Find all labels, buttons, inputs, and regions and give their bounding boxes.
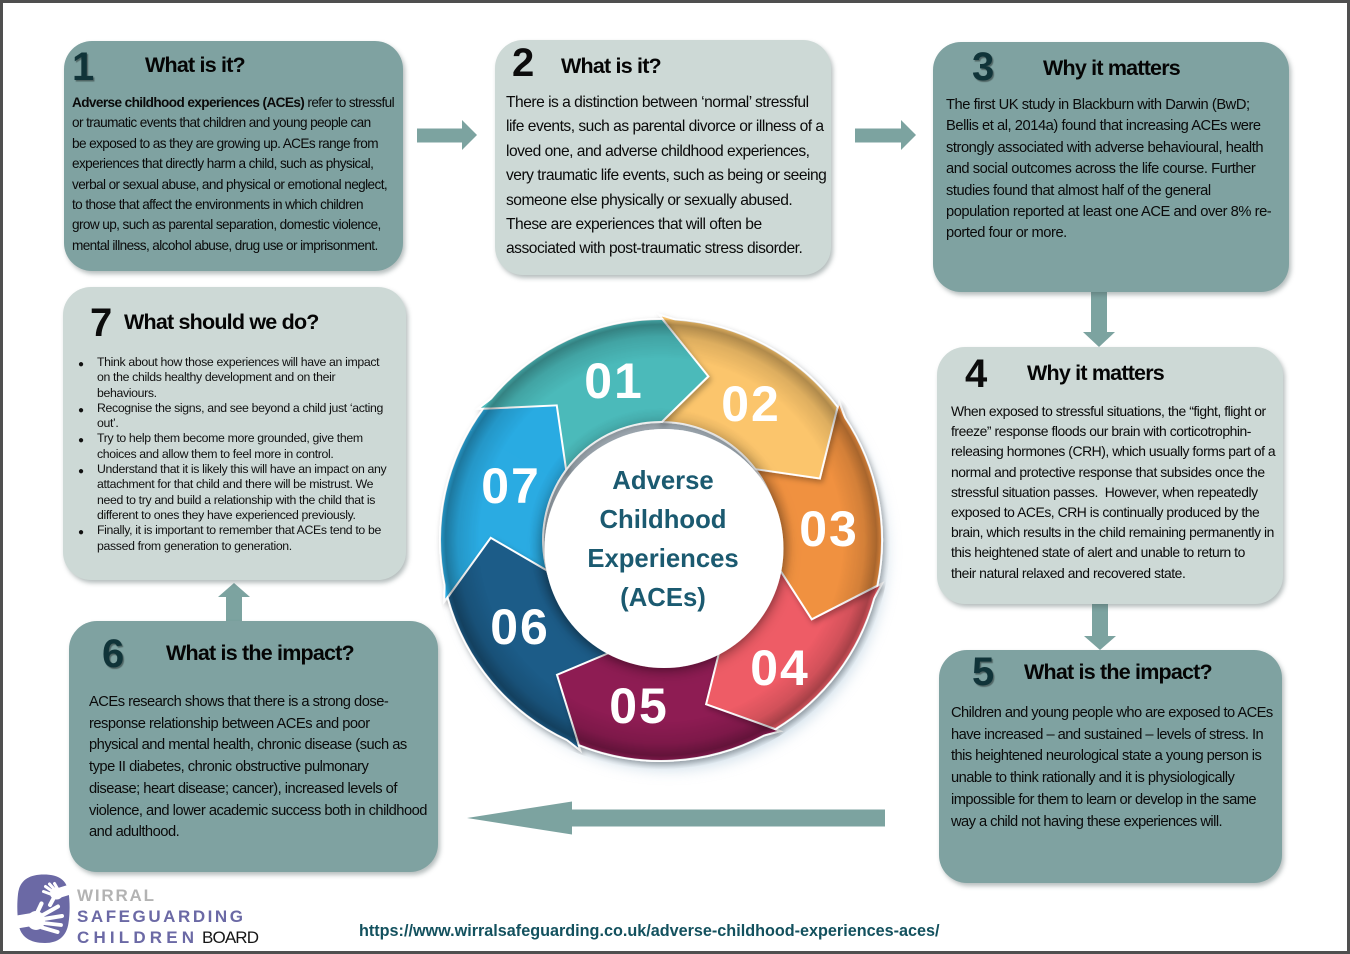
svg-text:Adverse: Adverse [612, 467, 713, 495]
svg-text:07: 07 [481, 458, 541, 514]
svg-text:04: 04 [750, 640, 810, 696]
svg-text:03: 03 [799, 501, 859, 557]
svg-text:Childhood: Childhood [600, 506, 727, 534]
svg-text:06: 06 [490, 599, 550, 655]
svg-text:(ACEs): (ACEs) [620, 584, 706, 612]
svg-text:https://www.wirralsafeguarding: https://www.wirralsafeguarding.co.uk/adv… [359, 922, 940, 940]
svg-text:01: 01 [584, 353, 644, 409]
svg-text:02: 02 [721, 376, 781, 432]
svg-text:BOARD: BOARD [202, 928, 259, 947]
svg-text:WIRRAL: WIRRAL [77, 886, 154, 905]
svg-text:SAFEGUARDING: SAFEGUARDING [77, 907, 243, 926]
svg-text:Experiences: Experiences [587, 545, 738, 573]
svg-text:CHILDREN: CHILDREN [77, 928, 194, 947]
svg-text:05: 05 [609, 678, 669, 734]
